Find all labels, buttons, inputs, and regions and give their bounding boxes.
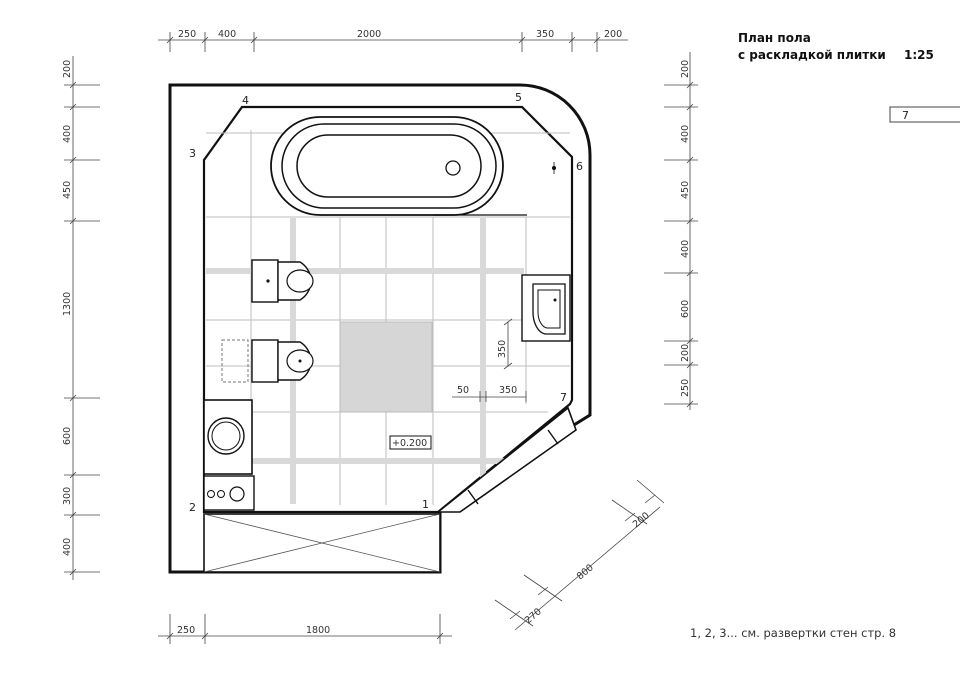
control-knob-icon [217,490,225,498]
diag-dim-1: 270 [523,606,544,626]
utility-cabinet [203,475,255,511]
shower-area [203,513,441,573]
wall-number-1: 1 [422,498,429,511]
wall-number-3: 3 [189,147,196,160]
right-dimension-chain [664,52,698,410]
wall-number-5: 5 [515,91,522,104]
right-dim-2: 400 [680,125,691,143]
floor-level-box [389,435,432,450]
top-dim-1: 250 [178,29,196,40]
accent-tile-block [339,321,433,413]
left-dim-3: 450 [62,181,73,199]
hidden-cistern [221,339,249,383]
plan-title-line1: План пола [738,31,811,45]
door-jamb [467,489,479,505]
left-dim-5: 600 [62,427,73,445]
right-dim-4: 400 [680,240,691,258]
top-dim-5: 200 [604,29,622,40]
control-knob-icon [207,490,215,498]
outer-wall [168,83,592,574]
inner-dim-small: 50 [457,385,469,396]
page-number-label: 7 [902,109,909,122]
footnote: 1, 2, 3... см. развертки стен стр. 8 [690,626,896,640]
toilet [251,259,314,303]
washbasin [521,274,571,342]
inner-dimensions [452,318,527,402]
bidet [251,339,314,383]
bottom-dim-2: 1800 [306,625,330,636]
left-dim-6: 300 [62,487,73,505]
plan-scale: 1:25 [904,48,934,62]
door-jamb [547,429,559,445]
diag-dim-2: 800 [575,562,596,582]
drain-icon [229,486,245,502]
top-dim-2: 400 [218,29,236,40]
wall-number-7: 7 [560,391,567,404]
left-dimension-chain [64,56,100,580]
top-dim-4: 350 [536,29,554,40]
wall-number-2: 2 [189,501,196,514]
top-dim-3: 2000 [357,29,381,40]
wall-number-6: 6 [576,160,583,173]
washing-machine-drum [207,417,245,455]
diagonal-dimension-chain [494,479,665,631]
plan-title-line2: с раскладкой плитки [738,48,886,62]
right-dim-7: 250 [680,379,691,397]
page-number-box [889,106,960,123]
right-dim-5: 600 [680,300,691,318]
bathtub [270,116,504,216]
angled-wall [435,406,577,513]
right-dim-6: 200 [680,344,691,362]
diag-dim-3: 200 [631,510,652,530]
bottom-dim-1: 250 [177,625,195,636]
left-dim-2: 400 [62,125,73,143]
inner-dim-horizontal: 350 [499,385,517,396]
floor-level-mark: +0.200 [392,438,427,449]
wall-number-4: 4 [242,94,249,107]
left-dim-7: 400 [62,538,73,556]
right-dim-1: 200 [680,60,691,78]
bottom-dimension-chain [158,614,452,644]
right-dim-3: 450 [680,181,691,199]
top-dimension-chain [158,32,628,52]
inner-dim-vertical: 350 [497,340,508,358]
left-dim-1: 200 [62,60,73,78]
left-dim-4: 1300 [62,292,73,316]
